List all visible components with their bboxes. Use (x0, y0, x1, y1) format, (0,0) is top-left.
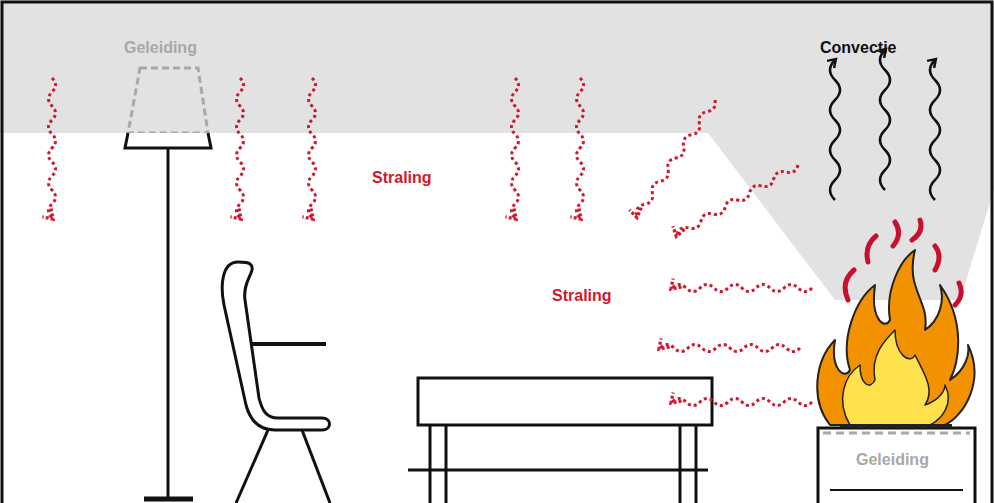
flame-inner (843, 330, 949, 425)
process-label: Straling (372, 168, 432, 188)
process-label: Convectie (820, 38, 896, 58)
chair-leg (302, 430, 330, 503)
table-legs (430, 425, 696, 503)
chair-shell (222, 262, 329, 430)
pedestal-heated-top (823, 432, 970, 435)
radiation-arrow (237, 78, 244, 218)
convection-arrow (830, 60, 840, 200)
process-label: Geleiding (124, 38, 197, 58)
radiation-arrow (660, 345, 800, 352)
radiation-arrow (577, 78, 584, 218)
radiation-arrow (309, 78, 316, 218)
radiation-arrow (634, 98, 718, 218)
radiation-arrow (49, 78, 56, 218)
convection-arrow (880, 50, 890, 190)
chair-leg (236, 430, 268, 503)
radiation-arrow (672, 399, 812, 406)
chair-armrest (250, 342, 326, 346)
lamp-pole (167, 148, 170, 498)
radiation-arrow (512, 78, 519, 218)
lamp-shade-heated (128, 68, 208, 133)
convection-arrow (930, 60, 940, 200)
pedestal-shelf (830, 489, 963, 491)
table-top (418, 378, 712, 425)
radiation-arrow (672, 285, 812, 292)
process-label: Straling (552, 286, 612, 306)
flame-outer (817, 250, 974, 425)
table-crossbar (408, 469, 708, 472)
fire-bed (840, 424, 952, 428)
lamp-shade (125, 133, 211, 148)
radiation-arrow (675, 162, 800, 238)
process-label: Geleiding (856, 450, 929, 470)
flame-tongues (845, 220, 961, 305)
smoke-layer (0, 0, 994, 133)
lamp-base (144, 497, 193, 502)
pedestal (818, 428, 975, 503)
